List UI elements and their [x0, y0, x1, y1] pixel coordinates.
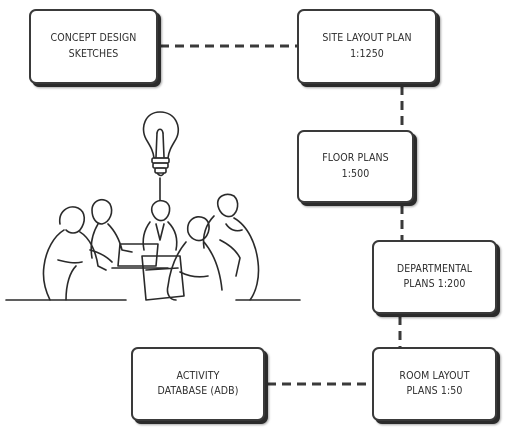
concept-design-sketches-box: CONCEPT DESIGN SKETCHES — [29, 9, 158, 84]
departmental-plans-label: DEPARTMENTAL PLANS 1:200 — [396, 262, 473, 290]
room-layout-plans-box: ROOM LAYOUT PLANS 1:50 — [372, 347, 497, 421]
departmental-plans-box: DEPARTMENTAL PLANS 1:200 — [372, 240, 497, 314]
concept-design-sketches-label: CONCEPT DESIGN SKETCHES — [50, 32, 137, 60]
activity-database-label: ACTIVITY DATABASE (ADB) — [157, 369, 239, 397]
lightbulb-icon — [142, 111, 180, 201]
activity-database-box: ACTIVITY DATABASE (ADB) — [131, 347, 265, 421]
site-layout-plan-box: SITE LAYOUT PLAN 1:1250 — [297, 9, 437, 84]
site-layout-plan-label: SITE LAYOUT PLAN 1:1250 — [322, 32, 412, 60]
floor-plans-label: FLOOR PLANS 1:500 — [322, 152, 389, 180]
room-layout-plans-label: ROOM LAYOUT PLANS 1:50 — [399, 369, 470, 397]
floor-plans-box: FLOOR PLANS 1:500 — [297, 130, 414, 203]
